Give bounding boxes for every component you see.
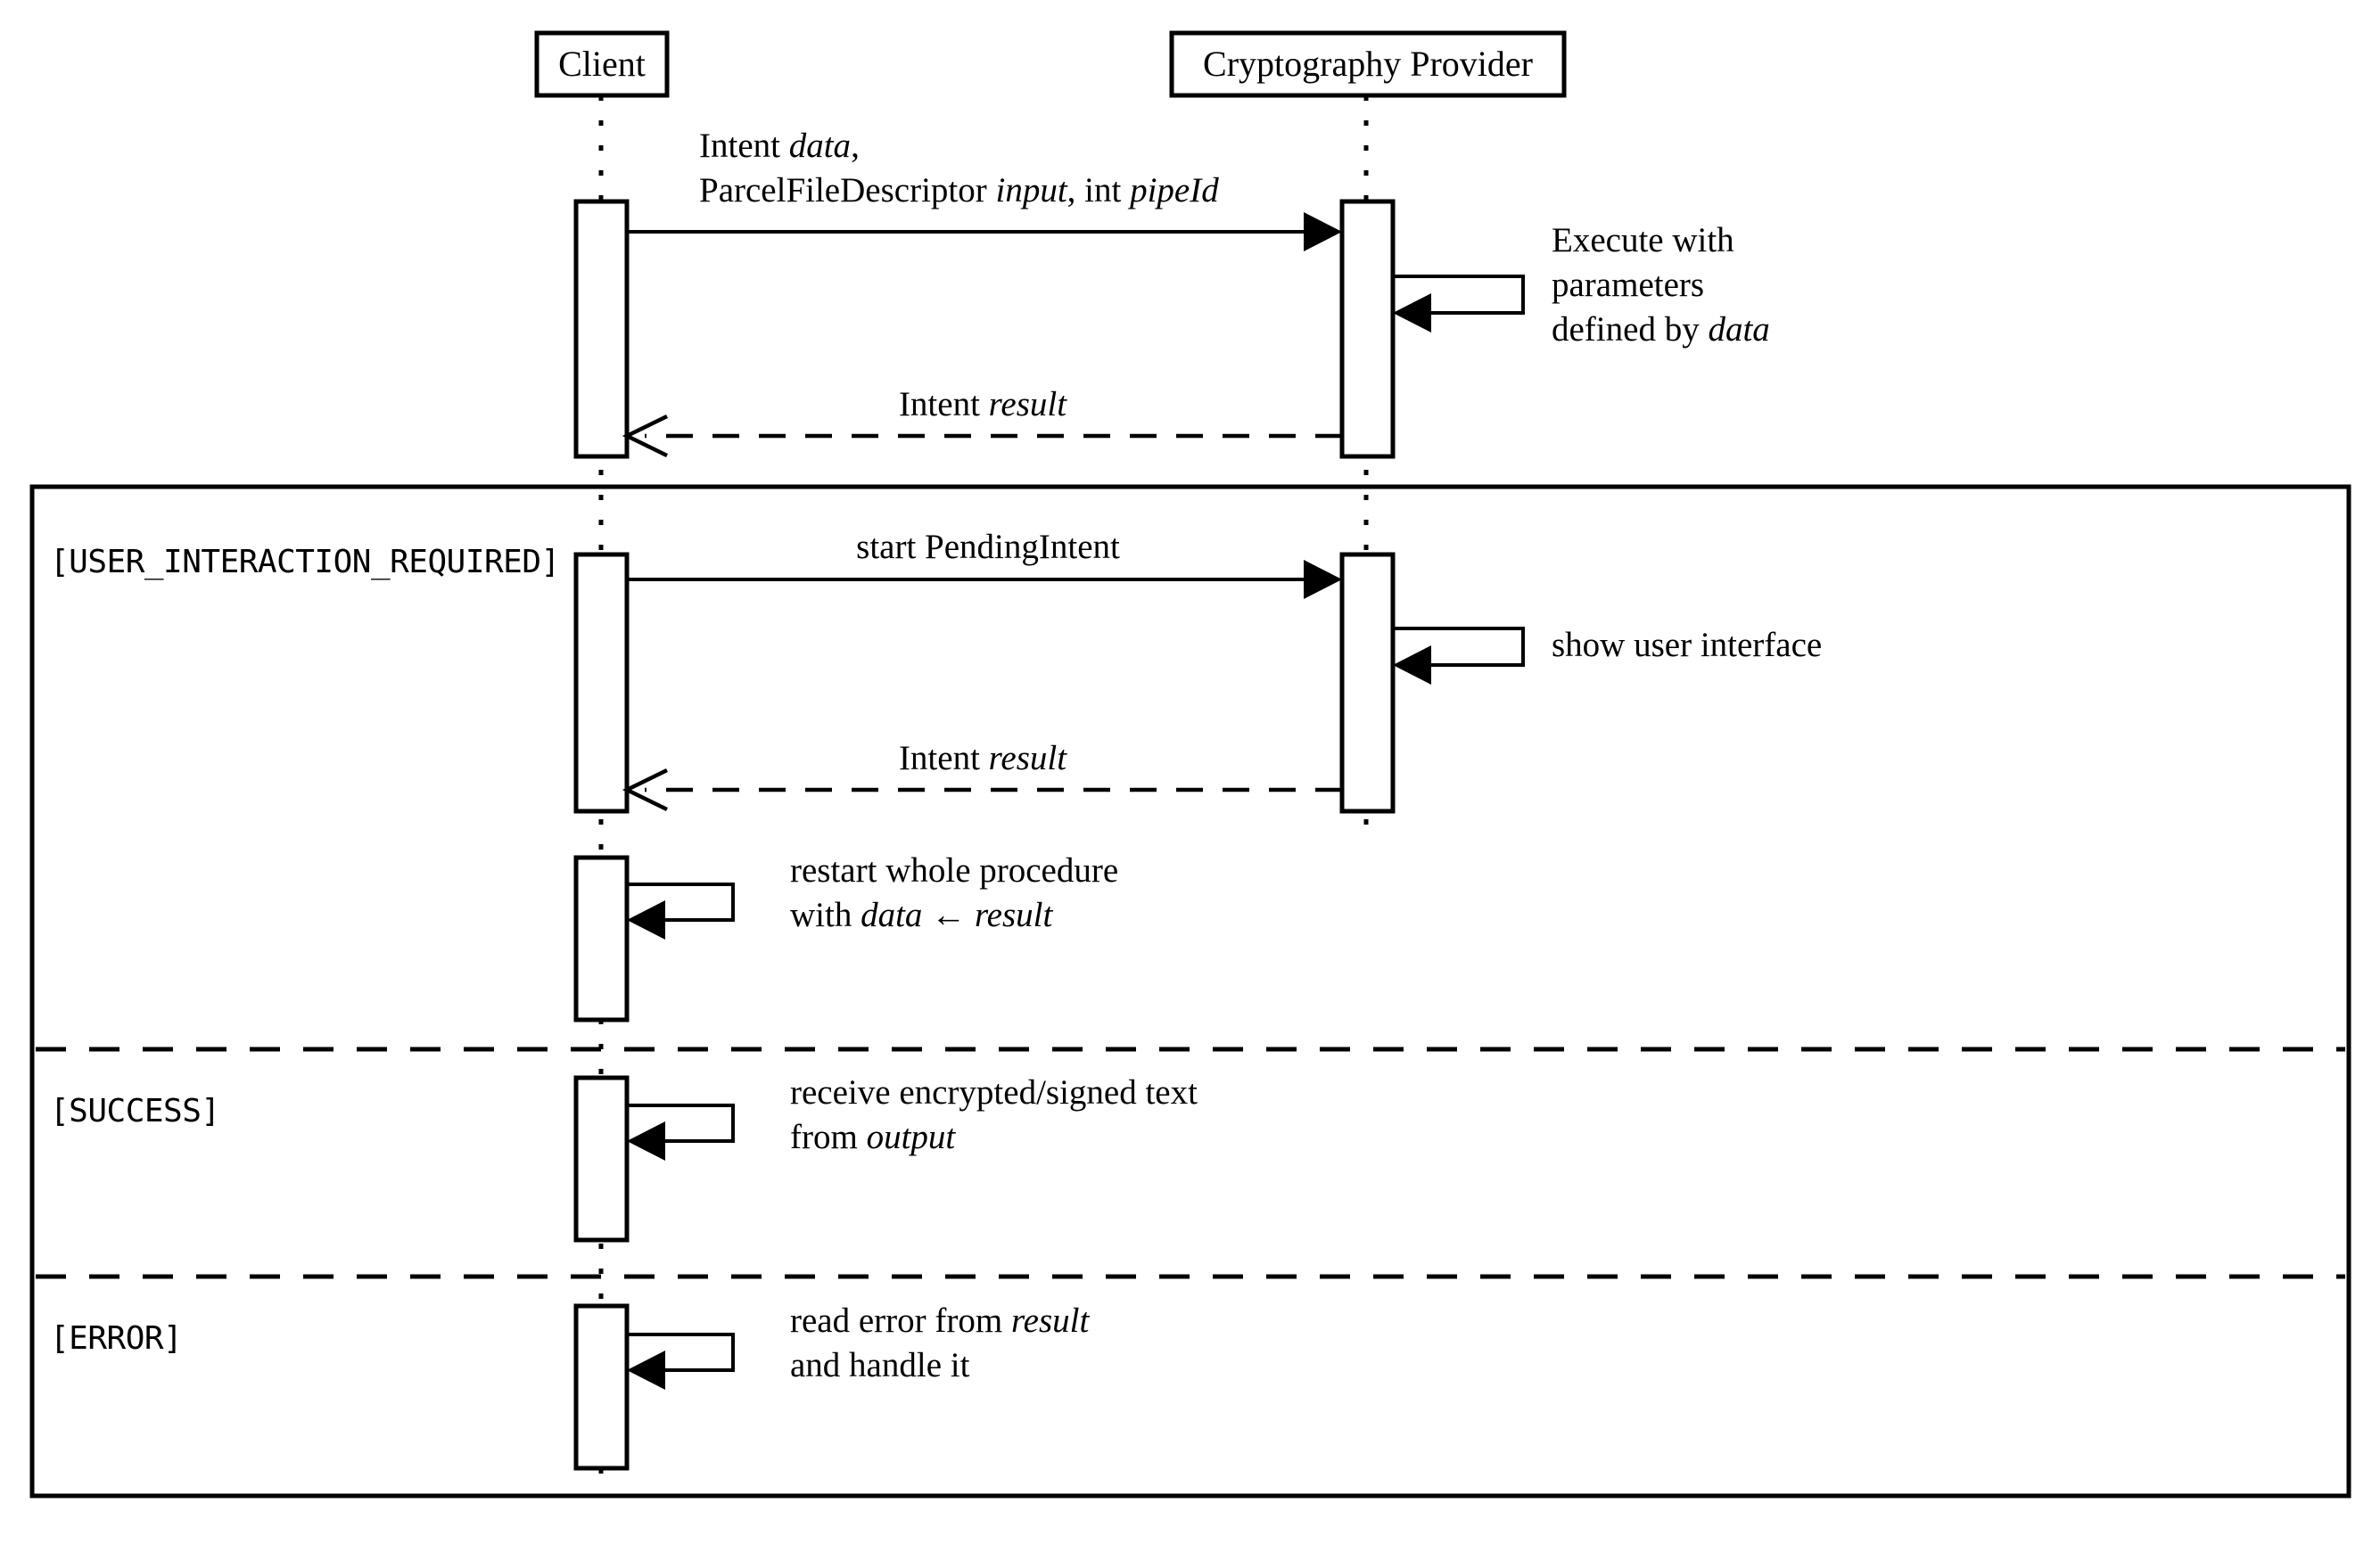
message-read-error-label-line1: read error from result (790, 1302, 1091, 1340)
participant-cryptography-provider[interactable]: Cryptography Provider (1169, 30, 1567, 98)
message-execute-label-line2: parameters (1552, 266, 1704, 304)
message-request-label-line1: Intent data, (699, 127, 860, 165)
message-show-user-interface-label: show user interface (1552, 626, 1822, 664)
message-return-label-1: Intent result (899, 385, 1067, 423)
activation-bar-client-2 (573, 552, 630, 814)
guard-error-label: [ERROR] (50, 1320, 182, 1357)
message-read-error-self[interactable]: read error from result and handle it (627, 1302, 1091, 1390)
alt-fragment-frame (29, 484, 2351, 1499)
message-execute-label-line3: defined by data (1552, 310, 1770, 349)
activation-bar-provider-1 (1339, 199, 1396, 459)
activation-bar-client-1 (573, 199, 630, 459)
guard-user-interaction-required: [USER_INTERACTION_REQUIRED] (50, 544, 560, 580)
participant-provider-label: Cryptography Provider (1203, 44, 1533, 84)
participant-client[interactable]: Client (534, 30, 670, 98)
message-return-intent-result-2[interactable]: Intent result (622, 739, 1342, 812)
message-read-error-label-line2: and handle it (790, 1346, 970, 1384)
message-show-user-interface-self[interactable]: show user interface (1393, 626, 1822, 685)
message-execute-label-line1: Execute with (1552, 221, 1734, 259)
message-start-pendingintent-label: start PendingIntent (856, 528, 1120, 566)
guard-success-label: [SUCCESS] (50, 1093, 220, 1129)
message-restart-label-line1: restart whole procedure (790, 851, 1118, 890)
message-return-intent-result-1[interactable]: Intent result (622, 385, 1342, 458)
message-execute-self[interactable]: Execute with parameters defined by data (1393, 221, 1770, 349)
activation-bar-provider-2 (1339, 552, 1396, 814)
activation-bar-client-3 (573, 855, 630, 1022)
message-receive-label-line1: receive encrypted/signed text (790, 1073, 1198, 1112)
participant-client-label: Client (558, 44, 646, 84)
message-restart-label-line2: with data ← result (790, 896, 1053, 934)
message-receive-label-line2: from output (790, 1118, 956, 1156)
guard-error: [ERROR] (50, 1320, 183, 1357)
message-request-intent-data[interactable]: Intent data, ParcelFileDescriptor input,… (627, 127, 1342, 251)
message-return-label-2: Intent result (899, 739, 1067, 777)
guard-success: [SUCCESS] (50, 1093, 220, 1129)
activation-bar-client-4 (573, 1075, 630, 1243)
guard-user-interaction-label: [USER_INTERACTION_REQUIRED] (50, 544, 560, 580)
message-receive-output-self[interactable]: receive encrypted/signed text from outpu… (627, 1073, 1198, 1161)
message-restart-procedure-self[interactable]: restart whole procedure with data ← resu… (627, 851, 1118, 940)
message-start-pendingintent[interactable]: start PendingIntent (627, 528, 1342, 599)
message-request-label-line2: ParcelFileDescriptor input, int pipeId (699, 171, 1219, 209)
activation-bar-client-5 (573, 1303, 630, 1471)
